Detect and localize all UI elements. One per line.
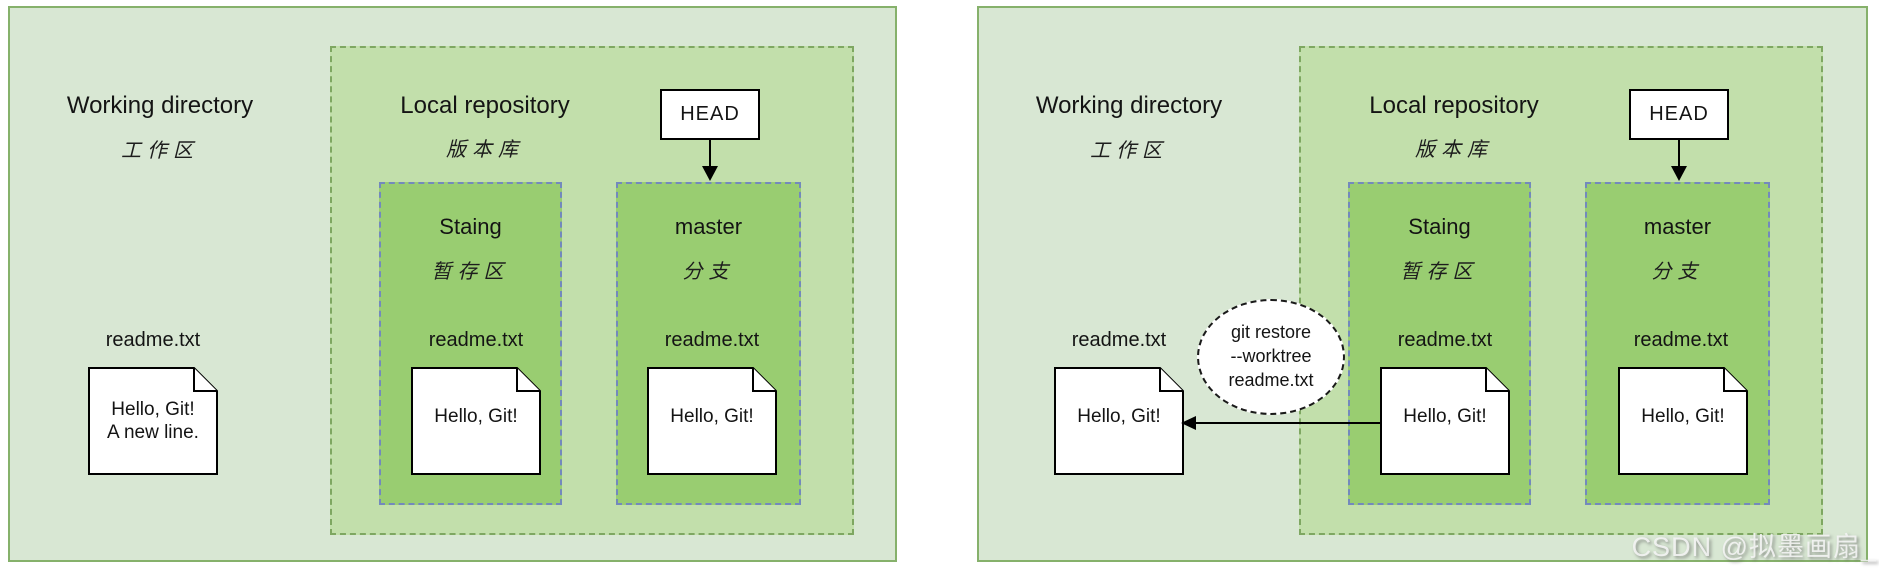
- master-label: master: [1643, 214, 1712, 239]
- arrow-left-icon: [1181, 416, 1196, 430]
- file-icon: [88, 367, 218, 475]
- local-repository-label-zh: 版本库: [1415, 139, 1493, 161]
- arrow-down-icon: [1671, 166, 1687, 181]
- working-directory-panel-before: Working directory 工作区 Local repository 版…: [8, 6, 897, 562]
- master-label-zh: 分支: [1651, 261, 1704, 283]
- working-directory-panel-after: Working directory 工作区 Local repository 版…: [977, 6, 1868, 562]
- master-file: Hello, Git!: [647, 367, 777, 475]
- file-icon: [1618, 367, 1748, 475]
- working-file: Hello, Git!: [1054, 367, 1184, 475]
- git-restore-annotation: git restore --worktree readme.txt: [1197, 299, 1345, 415]
- watermark: CSDN @拟墨画扇_: [1631, 532, 1877, 562]
- master-file-label: readme.txt: [1633, 329, 1729, 351]
- annotation-line: git restore: [1230, 322, 1312, 342]
- file-text: Hello, Git!: [1077, 406, 1161, 427]
- master-label-zh: 分支: [682, 261, 735, 283]
- file-text: Hello, Git!: [1641, 406, 1725, 427]
- head-box: HEAD: [1629, 89, 1729, 140]
- file-text: Hello, Git! A new line.: [88, 367, 218, 444]
- restore-arrow-line: [1193, 422, 1381, 424]
- head-arrow-line: [1678, 140, 1680, 168]
- file-icon: [647, 367, 777, 475]
- annotation-line: readme.txt: [1228, 370, 1314, 390]
- head-arrow-line: [709, 140, 711, 168]
- staging-file-label: readme.txt: [1397, 329, 1493, 351]
- staging-label: Staing: [439, 214, 502, 239]
- file-text: Hello, Git!: [434, 406, 518, 427]
- file-icon: [1380, 367, 1510, 475]
- file-text: Hello, Git!: [1403, 406, 1487, 427]
- file-line: A new line.: [107, 422, 199, 443]
- local-repository-label-zh: 版本库: [446, 139, 524, 161]
- staging-file: Hello, Git!: [1380, 367, 1510, 475]
- staging-file-label: readme.txt: [428, 329, 524, 351]
- working-directory-label: Working directory: [66, 92, 254, 119]
- working-file-label: readme.txt: [1071, 329, 1167, 351]
- working-directory-label-zh: 工作区: [121, 140, 199, 162]
- staging-file: Hello, Git!: [411, 367, 541, 475]
- working-directory-label: Working directory: [1035, 92, 1223, 119]
- master-file: Hello, Git!: [1618, 367, 1748, 475]
- staging-label: Staing: [1408, 214, 1471, 239]
- staging-label-zh: 暂存区: [1400, 261, 1479, 283]
- head-box: HEAD: [660, 89, 760, 140]
- local-repository-label: Local repository: [400, 92, 570, 119]
- master-label: master: [674, 214, 743, 239]
- working-file-label: readme.txt: [105, 329, 201, 351]
- staging-label-zh: 暂存区: [431, 261, 510, 283]
- master-file-label: readme.txt: [664, 329, 760, 351]
- file-icon: [411, 367, 541, 475]
- working-directory-label-zh: 工作区: [1090, 140, 1168, 162]
- file-icon: [1054, 367, 1184, 475]
- annotation-line: --worktree: [1230, 346, 1312, 366]
- annotation-text: git restore --worktree readme.txt: [1199, 320, 1343, 392]
- file-line: Hello, Git!: [111, 399, 195, 420]
- arrow-down-icon: [702, 166, 718, 181]
- file-text: Hello, Git!: [670, 406, 754, 427]
- working-file: Hello, Git! A new line.: [88, 367, 218, 475]
- local-repository-label: Local repository: [1369, 92, 1539, 119]
